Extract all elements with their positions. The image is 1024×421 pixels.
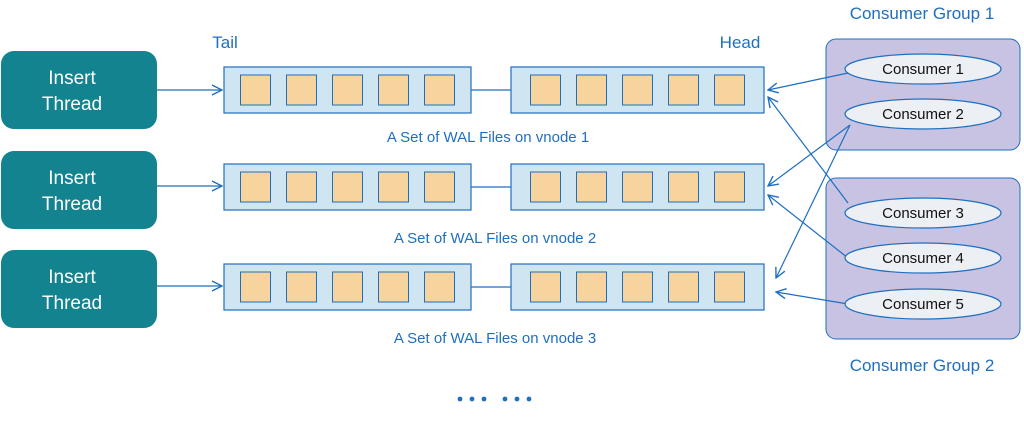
wal-file xyxy=(668,271,699,303)
insert-thread-label-line1: Insert xyxy=(48,267,96,288)
insert-thread-label-line2: Thread xyxy=(42,94,102,115)
insert-thread-label-line2: Thread xyxy=(42,194,102,215)
insert-thread-3: Insert Thread xyxy=(1,250,157,328)
wal-file xyxy=(530,271,561,303)
wal-file xyxy=(668,74,699,106)
consumer-3: Consumer 3 xyxy=(844,197,1002,229)
wal-file xyxy=(530,171,561,203)
consumer-label: Consumer 1 xyxy=(882,61,964,78)
wal-file xyxy=(576,74,607,106)
consumer-2: Consumer 2 xyxy=(844,98,1002,130)
consume-arrow-c4 xyxy=(768,195,849,259)
consumer-label: Consumer 5 xyxy=(882,296,964,313)
consumer-5: Consumer 5 xyxy=(844,288,1002,320)
tail-label: Tail xyxy=(212,33,238,52)
wal-file xyxy=(424,74,455,106)
consumer-label: Consumer 2 xyxy=(882,106,964,123)
wal-file xyxy=(286,171,317,203)
insert-thread-2: Insert Thread xyxy=(1,151,157,229)
consumer-4: Consumer 4 xyxy=(844,242,1002,274)
wal-set-1 xyxy=(223,66,765,114)
wal-file xyxy=(286,74,317,106)
wal-set-2 xyxy=(223,163,765,211)
wal-file xyxy=(668,171,699,203)
wal-file xyxy=(530,74,561,106)
wal-file xyxy=(378,171,409,203)
wal-file xyxy=(714,271,745,303)
wal-set-caption-2: A Set of WAL Files on vnode 2 xyxy=(394,230,596,247)
consumer-label: Consumer 3 xyxy=(882,205,964,222)
insert-thread-label-line1: Insert xyxy=(48,168,96,189)
consume-arrow-c1 xyxy=(768,72,849,90)
wal-file xyxy=(714,171,745,203)
consume-arrow-c5 xyxy=(776,292,849,305)
more-ellipsis xyxy=(457,396,532,402)
wal-file xyxy=(714,74,745,106)
wal-file xyxy=(378,74,409,106)
consumer-group-2-label: Consumer Group 2 xyxy=(850,356,995,375)
wal-file xyxy=(576,271,607,303)
wal-file xyxy=(576,171,607,203)
wal-file xyxy=(424,271,455,303)
wal-file xyxy=(240,171,271,203)
consume-arrow-c2b xyxy=(776,124,851,278)
wal-file xyxy=(622,271,653,303)
consume-arrow-c3 xyxy=(768,97,849,204)
consumer-label: Consumer 4 xyxy=(882,250,964,267)
head-label: Head xyxy=(720,33,761,52)
wal-file xyxy=(622,74,653,106)
wal-file xyxy=(286,271,317,303)
consume-arrow-c2 xyxy=(768,124,851,186)
wal-file xyxy=(622,171,653,203)
wal-set-caption-3: A Set of WAL Files on vnode 3 xyxy=(394,330,596,347)
wal-file xyxy=(378,271,409,303)
consumer-1: Consumer 1 xyxy=(844,53,1002,85)
consumer-group-1-label: Consumer Group 1 xyxy=(850,4,995,23)
wal-set-caption-1: A Set of WAL Files on vnode 1 xyxy=(387,129,589,146)
insert-thread-1: Insert Thread xyxy=(1,51,157,129)
wal-file xyxy=(332,74,363,106)
wal-file xyxy=(332,171,363,203)
wal-file xyxy=(332,271,363,303)
wal-file xyxy=(240,74,271,106)
insert-thread-label-line1: Insert xyxy=(48,68,96,89)
wal-set-3 xyxy=(223,263,765,311)
wal-file xyxy=(240,271,271,303)
wal-file xyxy=(424,171,455,203)
insert-thread-label-line2: Thread xyxy=(42,293,102,314)
